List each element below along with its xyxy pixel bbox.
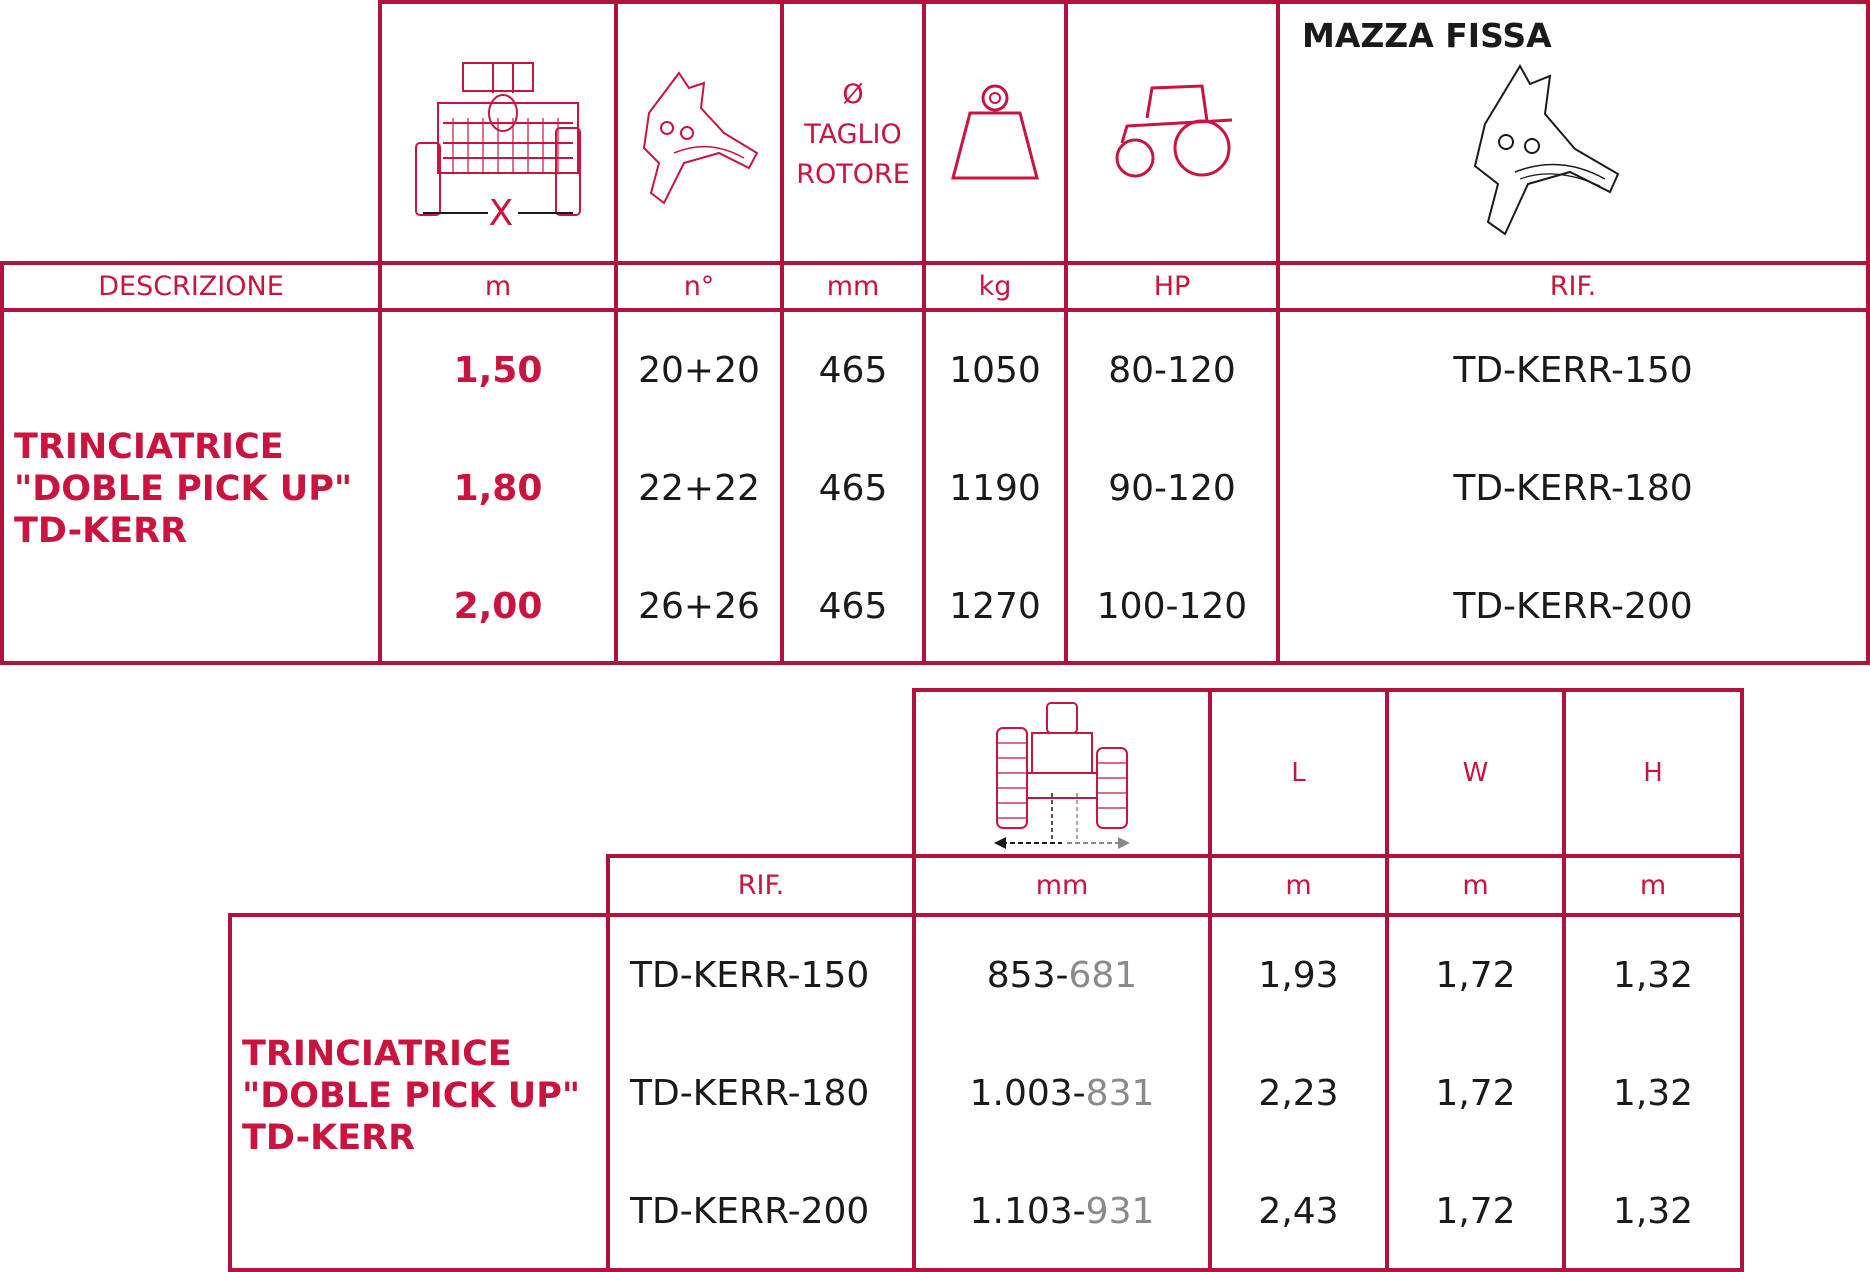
header-l: L [1291,758,1306,788]
weight-value: 1190 [949,467,1041,509]
unit-rif: RIF. [1549,271,1597,302]
header-w: W [1462,758,1489,788]
hp-value: 100-120 [1096,585,1248,627]
l-value: 2,43 [1258,1190,1339,1232]
machine-width-icon: X [382,4,614,261]
h-value: 1,32 [1612,1190,1694,1232]
top-description: TRINCIATRICE "DOBLE PICK UP" TD-KERR [14,427,353,551]
weight-value: 1050 [949,349,1041,391]
bottom-description: TRINCIATRICE "DOBLE PICK UP" TD-KERR [242,1034,581,1158]
blade-count-icon [618,4,780,261]
blades-value: 26+26 [638,585,760,627]
l-value: 1,93 [1258,954,1339,996]
mazza-fissa-cell: MAZZA FISSA [1280,4,1866,261]
rotor-cut-header: Ø TAGLIO ROTORE [796,79,910,190]
blades-value: 22+22 [638,467,760,509]
offset-value: 853-681 [986,954,1138,996]
w-value: 1,72 [1435,954,1516,996]
header-h: H [1643,758,1663,788]
fixed-hammer-icon [1460,54,1630,244]
unit-w: m [1462,870,1489,901]
offset-tractor-icon [916,692,1208,854]
unit-h: m [1639,870,1667,901]
weight-value: 1270 [949,585,1041,627]
unit-m: m [484,271,512,302]
w-value: 1,72 [1435,1072,1516,1114]
svg-text:X: X [489,193,514,233]
h-value: 1,32 [1612,1072,1694,1114]
descrizione-header: DESCRIZIONE [98,271,284,302]
hp-value: 80-120 [1108,349,1236,391]
rotor-value: 465 [818,467,888,509]
width-value: 2,00 [453,585,543,627]
h-value: 1,32 [1612,954,1694,996]
ref-value: TD-KERR-200 [630,1190,870,1232]
rotor-value: 465 [818,585,888,627]
unit-kg: kg [978,271,1012,302]
l-value: 2,23 [1258,1072,1339,1114]
unit-l: m [1285,870,1312,901]
offset-value: 1.003-831 [969,1072,1155,1114]
w-value: 1,72 [1435,1190,1516,1232]
rotor-value: 465 [818,349,888,391]
tractor-hp-icon [1068,4,1276,261]
weight-icon [926,4,1064,261]
unit-rif: RIF. [737,870,785,901]
offset-value: 1.103-931 [969,1190,1155,1232]
ref-value: TD-KERR-180 [1453,467,1693,509]
hp-value: 90-120 [1108,467,1236,509]
ref-value: TD-KERR-180 [630,1072,870,1114]
ref-value: TD-KERR-150 [630,954,870,996]
width-value: 1,80 [453,467,543,509]
ref-value: TD-KERR-200 [1453,585,1693,627]
unit-mm: mm [826,271,880,302]
blades-value: 20+20 [638,349,760,391]
unit-hp: HP [1153,271,1191,302]
mazza-fissa-title: MAZZA FISSA [1302,16,1552,55]
width-value: 1,50 [453,349,543,391]
unit-mm: mm [1035,870,1089,901]
ref-value: TD-KERR-150 [1453,349,1693,391]
unit-n: n° [683,271,715,302]
